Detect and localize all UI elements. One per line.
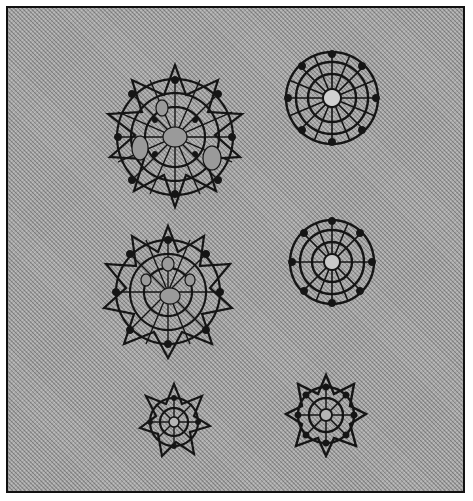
image-frame: [6, 6, 465, 493]
bottom-right-small-star-drawing: [284, 372, 368, 458]
top-right-disc-drawing: [280, 46, 384, 150]
middle-right-disc-drawing: [284, 212, 380, 312]
top-left-star-drawing: [100, 62, 250, 212]
bottom-right-small-star: [284, 372, 368, 458]
middle-left-star-drawing: [100, 222, 236, 362]
top-right-disc-structure: [280, 46, 384, 150]
bottom-left-small-star-drawing: [136, 380, 212, 460]
top-left-star-structure: [100, 62, 250, 212]
middle-right-disc-structure: [284, 212, 380, 312]
bottom-left-small-star: [136, 380, 212, 460]
middle-left-star-structure: [100, 222, 236, 362]
